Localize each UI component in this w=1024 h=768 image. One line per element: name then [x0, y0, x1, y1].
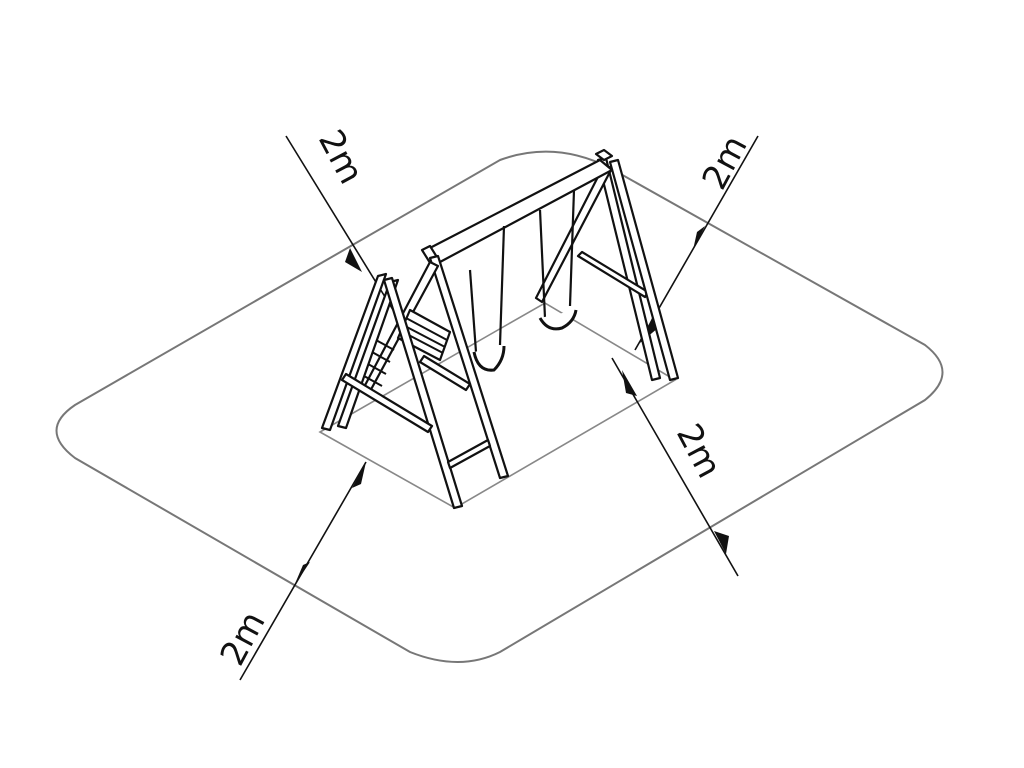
- platform-support: [418, 354, 472, 392]
- dimension-label-right: 2m: [668, 417, 729, 484]
- top-beam-cap-right: [594, 148, 614, 162]
- dimension-bottom-left: 2m: [213, 461, 367, 681]
- swing-1-seat: [472, 345, 506, 372]
- front-leg: [382, 276, 464, 510]
- safety-zone-boundary: [55, 150, 944, 663]
- right-frame-outer-leg: [608, 158, 680, 382]
- dimension-label-bottom-left: 2m: [213, 605, 274, 672]
- swing-2-chain-left: [538, 209, 547, 319]
- ladder-rail-left: [320, 272, 388, 432]
- swing-1-chain-left: [468, 269, 478, 353]
- dimension-right: 2m: [611, 357, 739, 577]
- dimension-label-top-right: 2m: [695, 129, 756, 196]
- lower-cross-brace: [340, 372, 434, 434]
- ladder-rail-right: [336, 278, 400, 430]
- swing-1-chain-right: [498, 225, 506, 346]
- swing-2-chain-right: [568, 189, 576, 307]
- swing-set: [320, 148, 680, 510]
- swing-2-seat: [538, 309, 578, 331]
- left-frame-leg-right: [428, 254, 510, 480]
- ladder-rungs: [363, 339, 395, 387]
- swing-set-footprint: [318, 302, 677, 509]
- dimension-label-top-left: 2m: [310, 123, 371, 190]
- bottom-rung: [446, 438, 492, 470]
